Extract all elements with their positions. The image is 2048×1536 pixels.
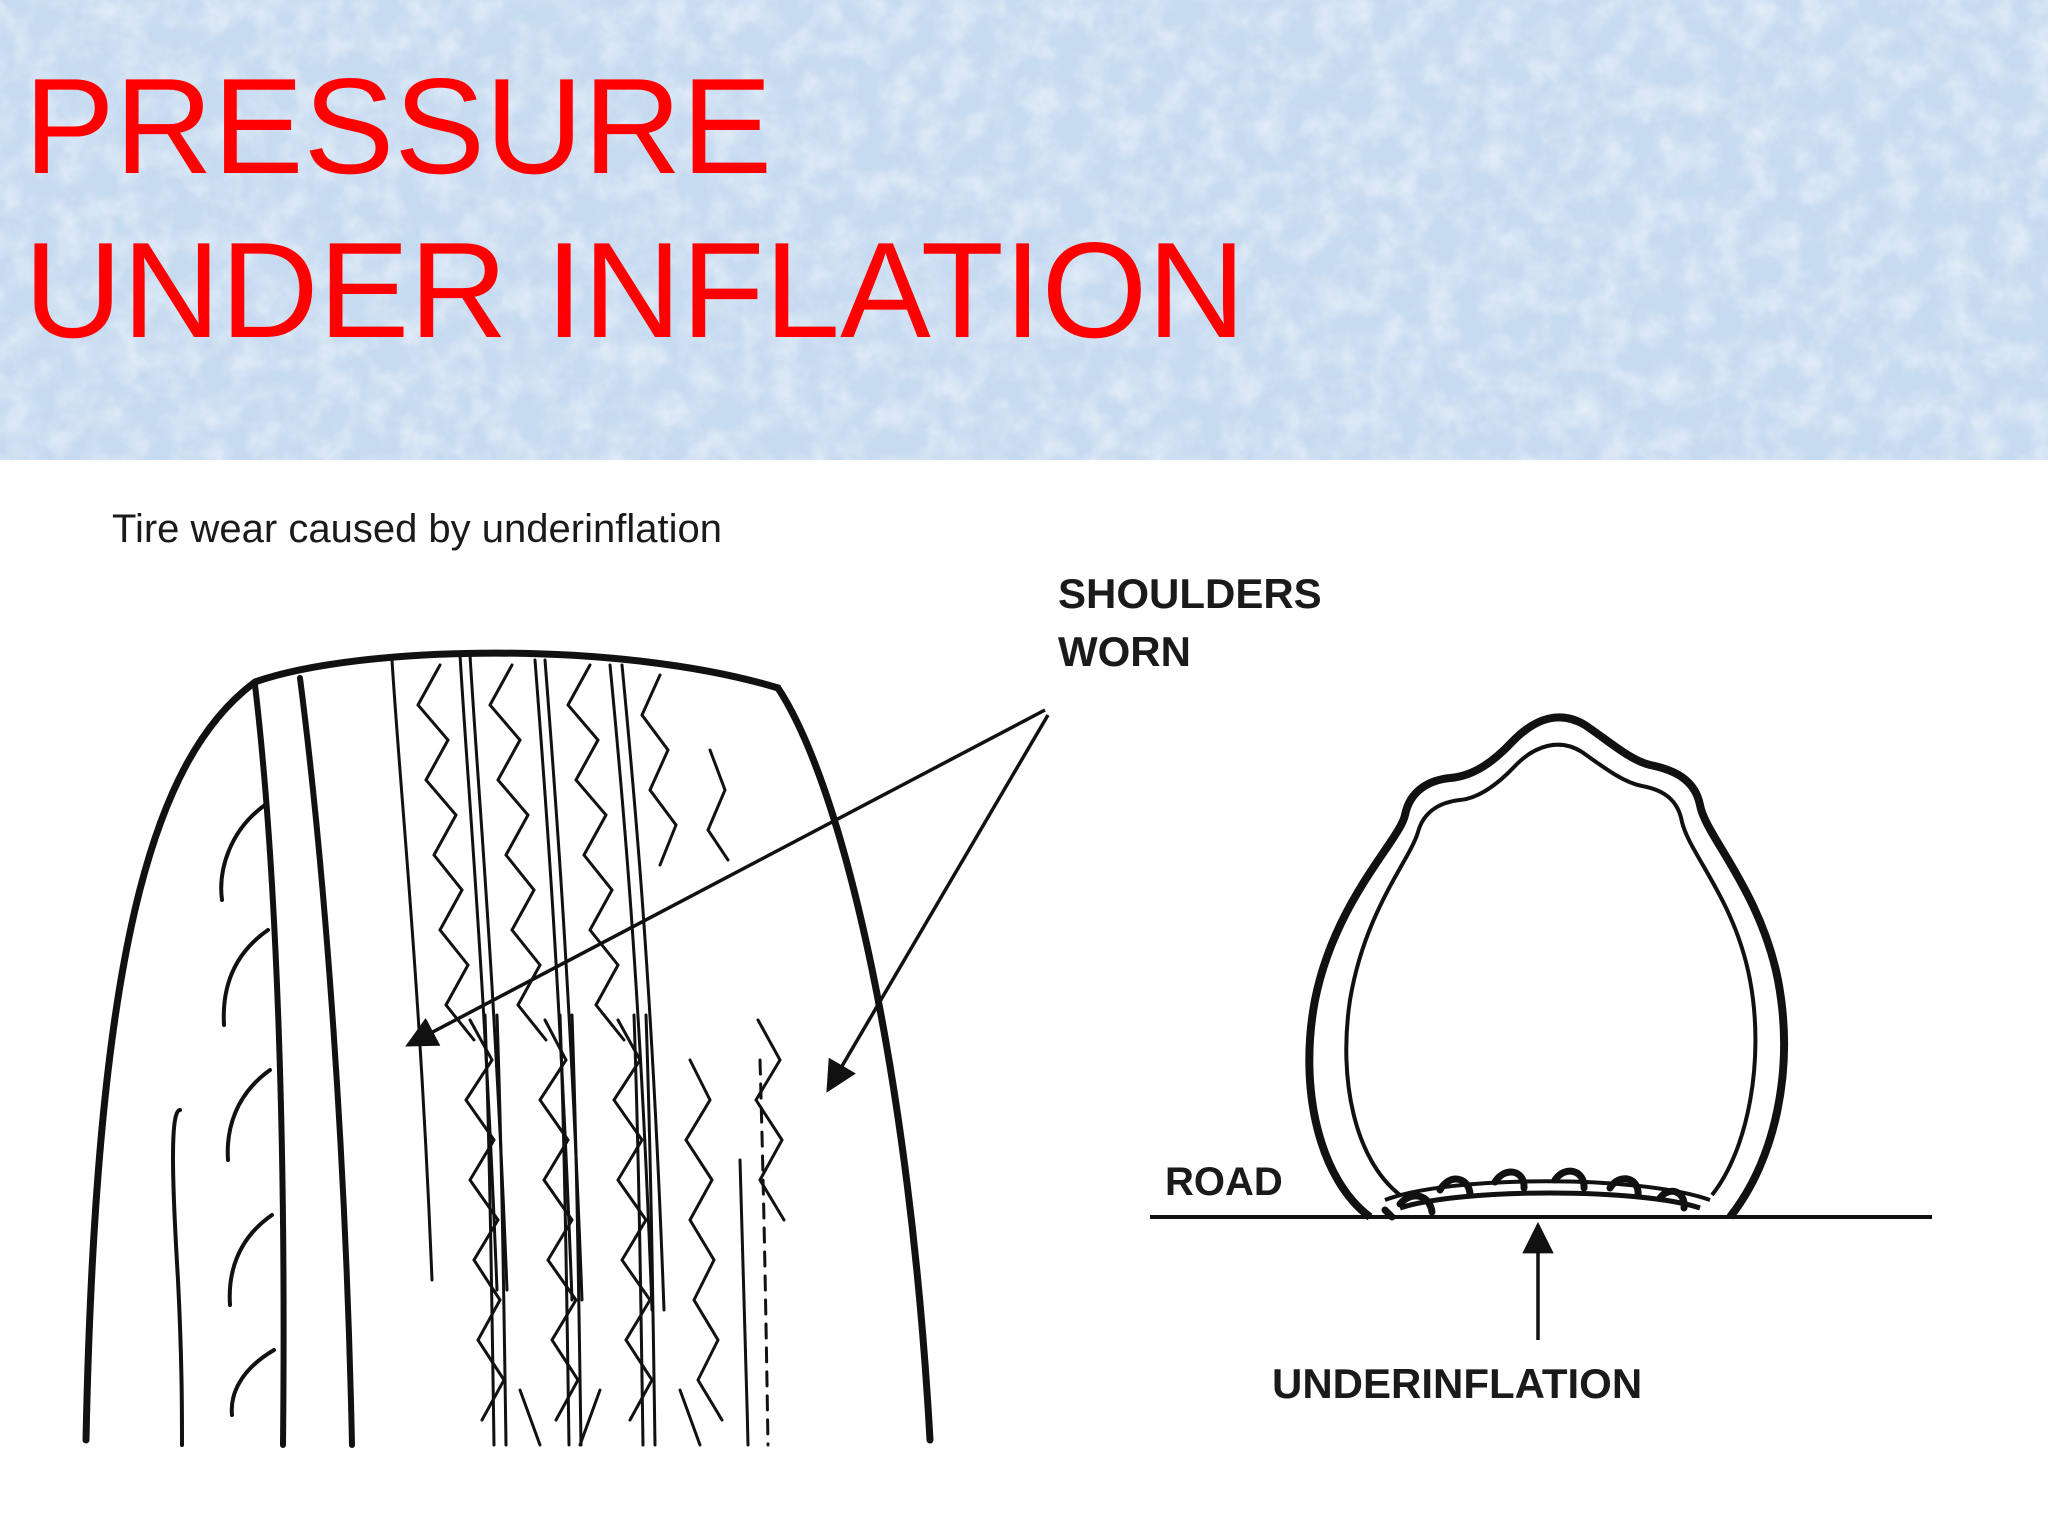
shoulder-arrow-right: [826, 714, 1050, 1093]
banner-texture: [0, 0, 2048, 460]
shoulder-arrow-left: [405, 708, 1046, 1047]
slide-title-line-2: UNDER INFLATION: [24, 214, 1246, 366]
label-road: ROAD: [1165, 1160, 1283, 1204]
slide-title-line-1: PRESSURE: [24, 50, 773, 202]
diagram-caption: Tire wear caused by underinflation: [112, 507, 722, 551]
label-shoulders-line-2: WORN: [1058, 628, 1191, 675]
tire-tread-illustration: [82, 649, 934, 1448]
title-banner: PRESSURE UNDER INFLATION: [0, 0, 2048, 460]
tire-cross-section: [1305, 713, 1789, 1221]
label-shoulders-line-1: SHOULDERS: [1058, 570, 1322, 617]
tire-diagram: Tire wear caused by underinflation: [82, 507, 1932, 1448]
label-underinflation: UNDERINFLATION: [1272, 1360, 1642, 1407]
